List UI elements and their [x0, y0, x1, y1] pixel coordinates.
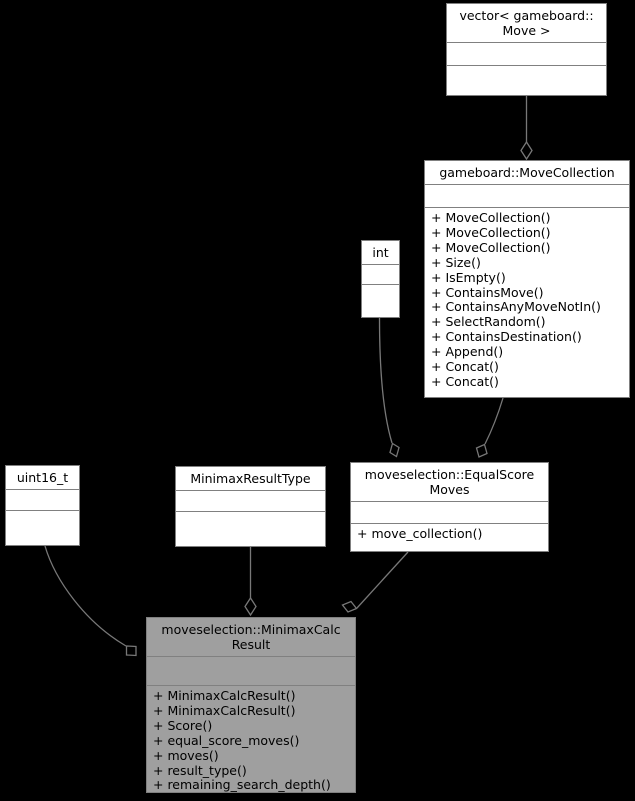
class-member: + MoveCollection() — [431, 239, 551, 255]
edge-equalscoremoves-to-minimaxcalcresult — [341, 551, 409, 613]
class-node-vector-gameboard-move[interactable]: vector< gameboard:: Move > — [446, 3, 607, 96]
class-node-uint16-t[interactable]: uint16_t — [5, 465, 80, 546]
edge-movecollection-to-equalscoremoves — [475, 397, 504, 458]
class-title: MinimaxResultType — [176, 467, 325, 491]
class-member: + MoveCollection() — [431, 224, 551, 240]
class-title: vector< gameboard:: Move > — [447, 4, 606, 43]
edge-int-to-equalscoremoves — [378, 317, 400, 458]
class-attributes — [362, 265, 399, 285]
class-attributes — [147, 657, 355, 686]
class-member: + Concat() — [431, 359, 499, 375]
class-node-minimaxresulttype[interactable]: MinimaxResultType — [175, 466, 326, 547]
class-member: + Concat() — [431, 373, 499, 389]
class-title: int — [362, 241, 399, 265]
class-operations: + MinimaxCalcResult()+ MinimaxCalcResult… — [147, 686, 355, 797]
edge-vector-to-movecollection — [520, 96, 533, 161]
class-operations: + MoveCollection()+ MoveCollection()+ Mo… — [425, 208, 629, 394]
class-attributes — [351, 502, 548, 524]
class-member: + SelectRandom() — [431, 314, 546, 330]
class-member: + moves() — [153, 747, 219, 763]
class-member: + MoveCollection() — [431, 210, 551, 225]
class-member: + ContainsDestination() — [431, 329, 582, 345]
class-operations: + move_collection() — [351, 524, 548, 546]
class-member: + remaining_search_depth() — [153, 777, 331, 793]
class-member: + IsEmpty() — [431, 269, 506, 285]
class-member: + equal_score_moves() — [153, 732, 300, 748]
class-node-moveselection-equalscoremoves[interactable]: moveselection::EqualScore Moves + move_c… — [350, 462, 549, 552]
class-node-gameboard-movecollection[interactable]: gameboard::MoveCollection + MoveCollecti… — [424, 160, 630, 398]
class-title: uint16_t — [6, 466, 79, 490]
class-node-int[interactable]: int — [361, 240, 400, 318]
class-member: + MinimaxCalcResult() — [153, 702, 296, 718]
class-member: + ContainsAnyMoveNotIn() — [431, 299, 601, 315]
class-operations — [447, 66, 606, 88]
class-title: gameboard::MoveCollection — [425, 161, 629, 185]
class-member: + result_type() — [153, 762, 247, 778]
class-operations — [362, 285, 399, 304]
class-operations — [6, 511, 79, 531]
class-member: + ContainsMove() — [431, 284, 544, 300]
edge-minimaxresulttype-to-minimaxcalcresult — [244, 547, 257, 617]
class-member: + Score() — [153, 717, 213, 733]
class-node-moveselection-minimaxcalcresult[interactable]: moveselection::MinimaxCalc Result + Mini… — [146, 617, 356, 793]
class-title: moveselection::MinimaxCalc Result — [147, 618, 355, 657]
class-member: + Append() — [431, 344, 504, 360]
class-operations — [176, 512, 325, 532]
class-attributes — [176, 491, 325, 512]
class-attributes — [447, 43, 606, 66]
edge-uint16t-to-minimaxcalcresult — [44, 545, 137, 657]
class-attributes — [6, 490, 79, 511]
class-member: + Size() — [431, 254, 481, 270]
class-attributes — [425, 185, 629, 208]
class-title: moveselection::EqualScore Moves — [351, 463, 548, 502]
class-member: + MinimaxCalcResult() — [153, 688, 296, 703]
class-member: + move_collection() — [357, 526, 483, 541]
